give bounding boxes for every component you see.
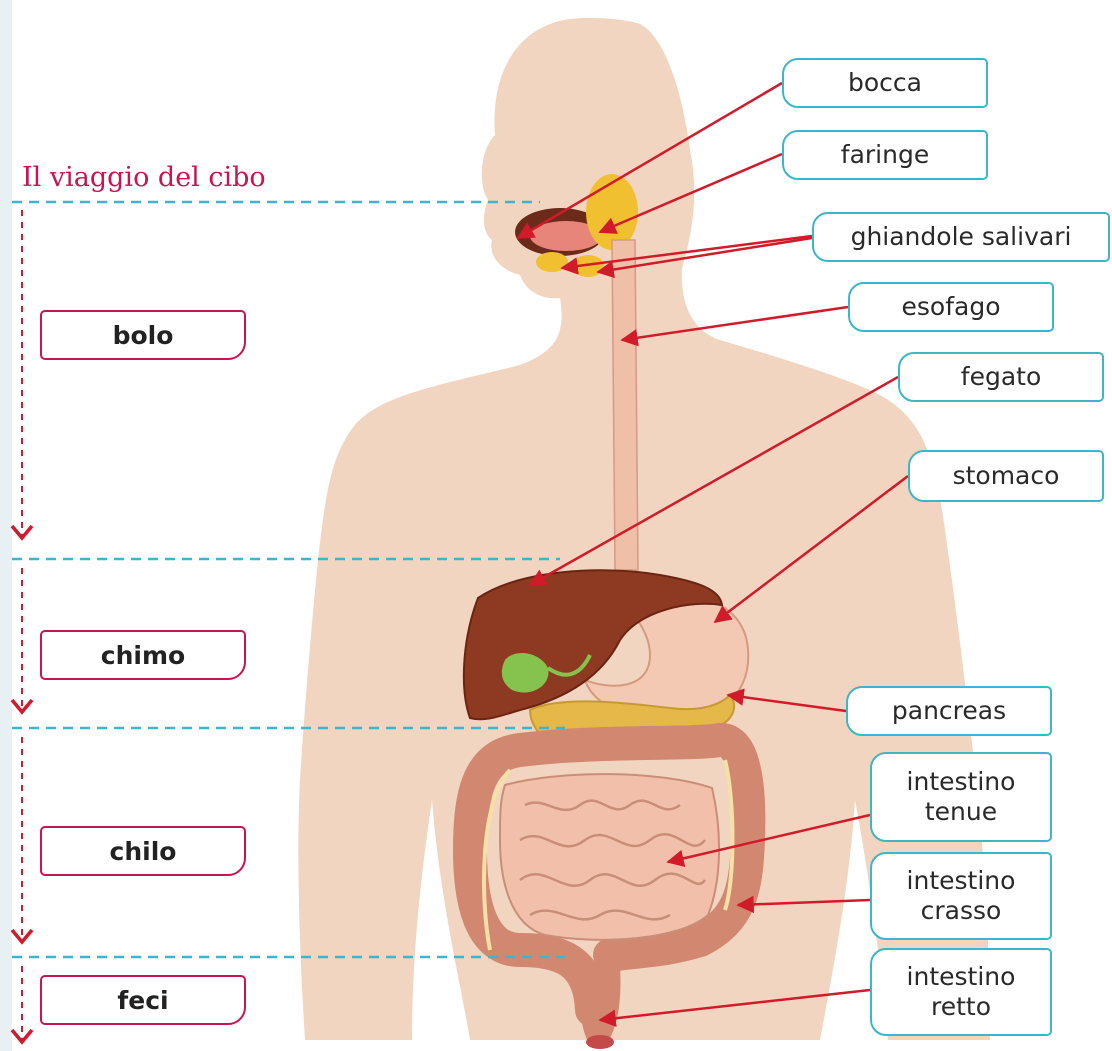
label-intestino-tenue: intestino tenue bbox=[870, 752, 1052, 842]
label-fegato: fegato bbox=[898, 352, 1104, 402]
stage-box-chimo: chimo bbox=[40, 630, 246, 680]
label-faringe-text: faringe bbox=[841, 140, 929, 170]
label-stomaco-text: stomaco bbox=[953, 461, 1060, 491]
label-intestino-tenue-line1: intestino bbox=[907, 767, 1016, 797]
label-intestino-tenue-line2: tenue bbox=[925, 797, 997, 827]
label-esofago: esofago bbox=[848, 282, 1054, 332]
label-bocca-text: bocca bbox=[848, 68, 922, 98]
left-strip bbox=[0, 0, 12, 1051]
stage-box-bolo: bolo bbox=[40, 310, 246, 360]
stage-box-feci: feci bbox=[40, 975, 246, 1025]
label-intestino-retto: intestino retto bbox=[870, 948, 1052, 1036]
stage-box-chilo: chilo bbox=[40, 826, 246, 876]
label-intestino-crasso-line2: crasso bbox=[921, 896, 1002, 926]
label-fegato-text: fegato bbox=[961, 362, 1041, 392]
label-pancreas-text: pancreas bbox=[892, 696, 1006, 726]
esophagus bbox=[612, 240, 638, 570]
label-bocca: bocca bbox=[782, 58, 988, 108]
label-esofago-text: esofago bbox=[902, 292, 1001, 322]
label-intestino-retto-line2: retto bbox=[931, 992, 991, 1022]
parotid-gland bbox=[586, 174, 638, 250]
label-intestino-crasso: intestino crasso bbox=[870, 852, 1052, 940]
label-stomaco: stomaco bbox=[908, 450, 1104, 502]
label-pancreas: pancreas bbox=[846, 686, 1052, 736]
label-ghiandole-salivari: ghiandole salivari bbox=[812, 212, 1110, 262]
diagram-title: Il viaggio del cibo bbox=[22, 162, 266, 193]
label-intestino-retto-line1: intestino bbox=[907, 962, 1016, 992]
label-ghiandole-salivari-text: ghiandole salivari bbox=[851, 222, 1072, 252]
label-faringe: faringe bbox=[782, 130, 988, 180]
label-intestino-crasso-line1: intestino bbox=[907, 866, 1016, 896]
